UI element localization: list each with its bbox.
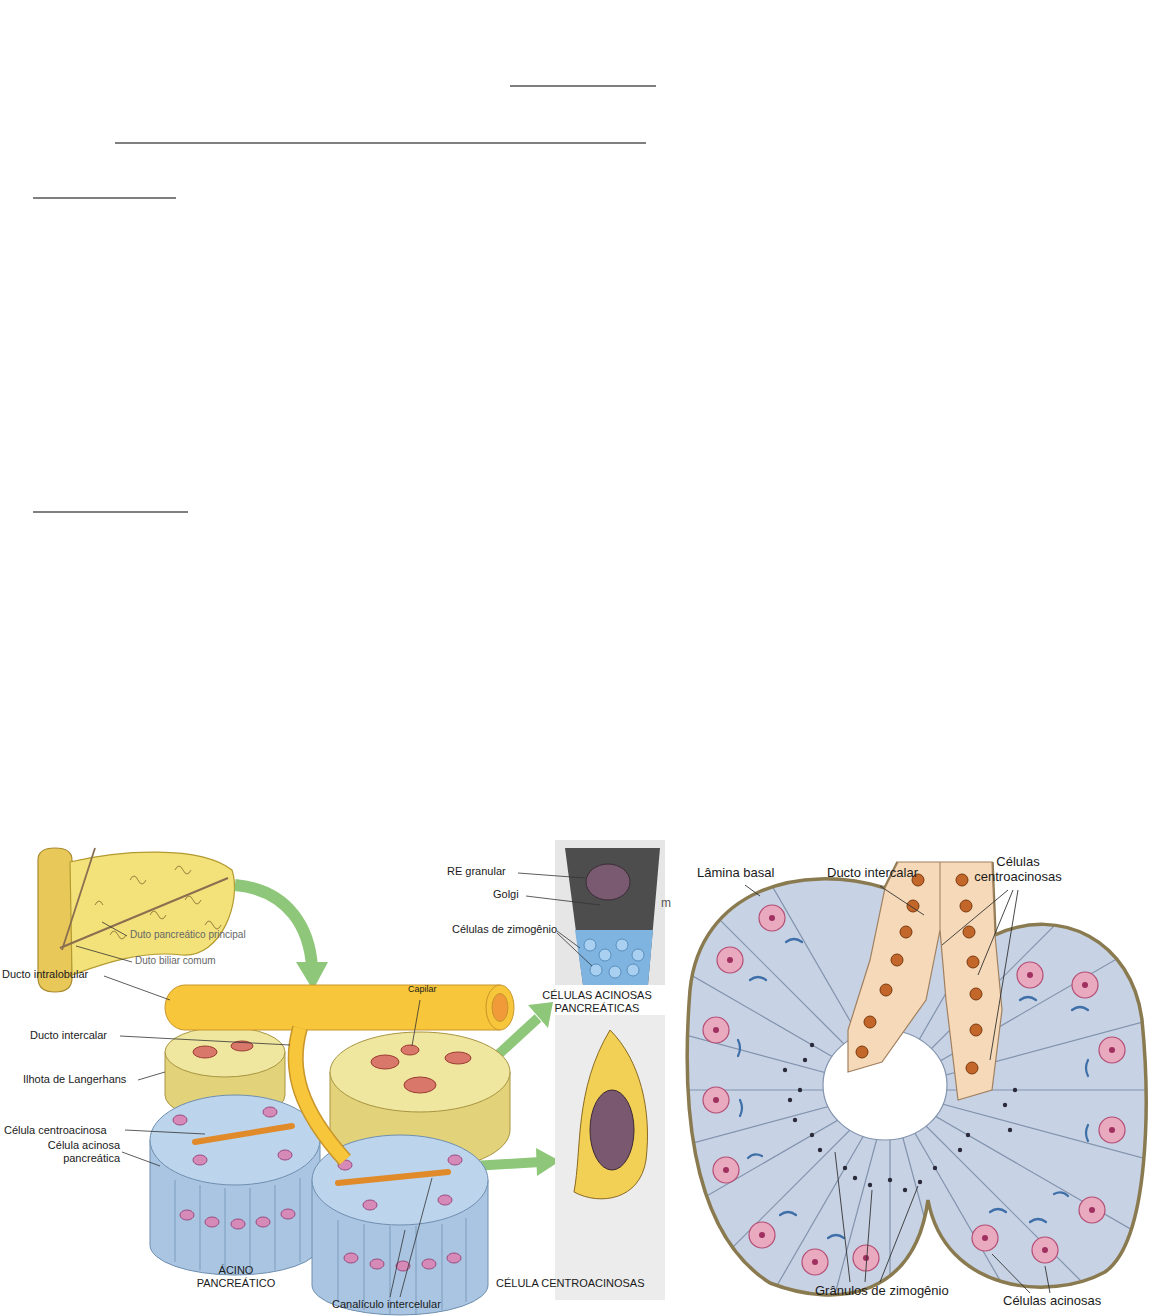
- part-label: Duto biliar comum: [135, 955, 216, 967]
- acinus-section: [490, 744, 1155, 1316]
- part-label: RE granular: [447, 865, 506, 878]
- part-label: Células centroacinosas: [963, 855, 1073, 885]
- part-label: Canalículo intercelular: [332, 1298, 441, 1311]
- part-label: Células acinosas: [1003, 1294, 1101, 1309]
- part-label: Grânulos de zimogênio: [815, 1284, 949, 1299]
- underlines: [33, 86, 656, 512]
- leader-lines-right: [745, 885, 1050, 1293]
- figure-caption: ÁCINO PANCREÁTICO: [188, 1264, 284, 1289]
- part-label: Células de zimogênio: [452, 923, 557, 936]
- leader-lines-left: [76, 873, 600, 1297]
- part-label: Ducto intercalar: [827, 866, 918, 881]
- part-label: Célula centroacinosa: [4, 1124, 107, 1137]
- part-label: Ilhota de Langerhans: [23, 1073, 126, 1086]
- part-label: Duto pancreático principal: [130, 929, 246, 941]
- intercalated-duct: [296, 1028, 345, 1160]
- figure-caption: CÉLULA CENTROACINOSAS: [496, 1277, 645, 1290]
- part-label: Ducto intralobular: [2, 968, 88, 981]
- intralobular-duct: [165, 985, 514, 1030]
- figure-caption: CÉLULAS ACINOSAS PANCREÁTICAS: [533, 989, 661, 1014]
- part-label: Ducto intercalar: [30, 1029, 107, 1042]
- stray-text: m: [661, 897, 671, 911]
- part-label: Lâmina basal: [697, 866, 774, 881]
- cell-panels: [555, 840, 665, 1300]
- part-label: Golgi: [493, 888, 519, 901]
- part-label: Capilar: [408, 984, 437, 994]
- part-label: Célula acinosa pancreática: [28, 1139, 120, 1164]
